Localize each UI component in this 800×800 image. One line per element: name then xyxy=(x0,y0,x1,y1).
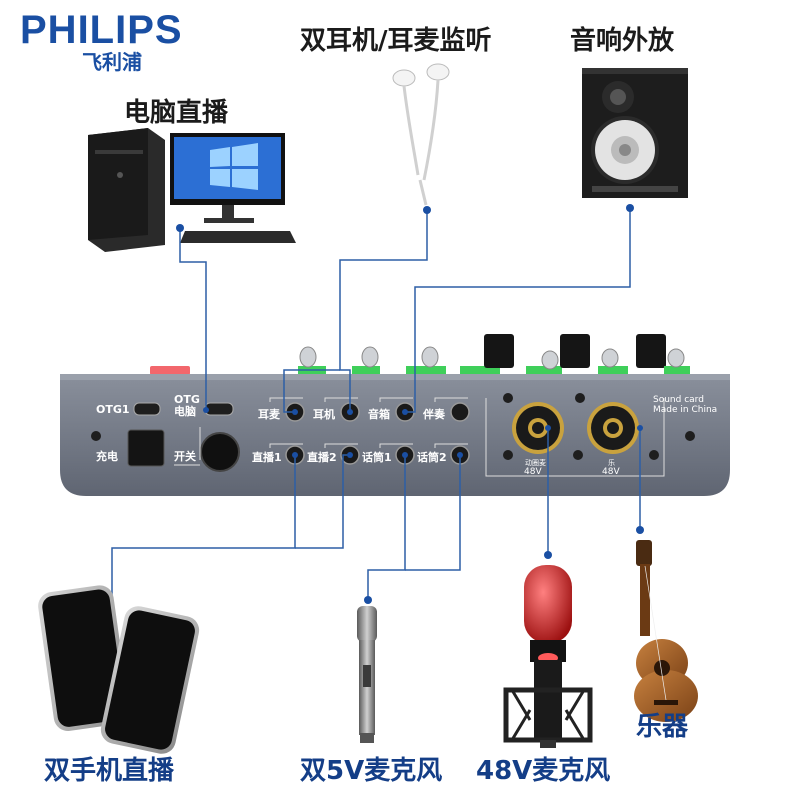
label-mic1: 话筒1 xyxy=(362,451,392,464)
brand-logo: PHILIPS 飞利浦 xyxy=(20,10,183,74)
caption-48v-mic: 48V麦克风 xyxy=(476,756,611,786)
label-mic2: 话筒2 xyxy=(417,451,447,464)
label-power: 开关 xyxy=(174,450,196,463)
label-48v-left: 48V xyxy=(524,467,542,477)
label-live1: 直播1 xyxy=(252,451,282,464)
sound-card-panel xyxy=(60,374,730,496)
handheld-mic-illustration xyxy=(357,606,377,743)
label-instr: 乐 xyxy=(608,459,615,467)
label-charge: 充电 xyxy=(96,450,118,463)
wire-endpoints xyxy=(108,204,644,634)
connection-wires xyxy=(111,208,641,630)
panel-top-connectors xyxy=(150,334,690,375)
label-otg-pc: OTG 电脑 xyxy=(174,394,200,418)
caption-headphones: 双耳机/耳麦监听 xyxy=(300,26,492,56)
label-earphone: 耳机 xyxy=(313,408,335,421)
label-otg-pc-line2: 电脑 xyxy=(174,405,196,418)
label-otg1: OTG1 xyxy=(96,403,130,416)
ukulele-illustration xyxy=(634,540,698,722)
condenser-mic-illustration xyxy=(503,565,593,748)
label-earmic: 耳麦 xyxy=(258,408,280,421)
label-live2: 直播2 xyxy=(307,451,337,464)
label-speaker-jack: 音箱 xyxy=(368,408,390,421)
speaker-illustration xyxy=(582,68,688,198)
label-sound-card: Sound card Made in China xyxy=(653,395,717,415)
label-48v-right: 48V xyxy=(602,467,620,477)
label-accompany: 伴奏 xyxy=(423,408,445,421)
brand-name-cn: 飞利浦 xyxy=(82,50,142,74)
brand-name-en: PHILIPS xyxy=(20,8,183,52)
label-dyn-mic: 动圈麦 xyxy=(525,459,546,467)
caption-pc-live: 电脑直播 xyxy=(124,98,229,128)
pc-illustration xyxy=(88,128,296,252)
caption-dual-5v-mic: 双5V麦克风 xyxy=(300,756,443,786)
label-sound-card-line1: Sound card xyxy=(653,395,704,405)
phones-illustration xyxy=(38,585,200,754)
earphones-illustration xyxy=(392,63,450,206)
label-sound-card-line2: Made in China xyxy=(653,405,718,415)
caption-dual-phone: 双手机直播 xyxy=(44,756,175,786)
caption-speaker: 音响外放 xyxy=(570,26,675,56)
caption-instrument: 乐器 xyxy=(636,712,689,742)
label-otg-pc-line1: OTG xyxy=(174,393,200,406)
